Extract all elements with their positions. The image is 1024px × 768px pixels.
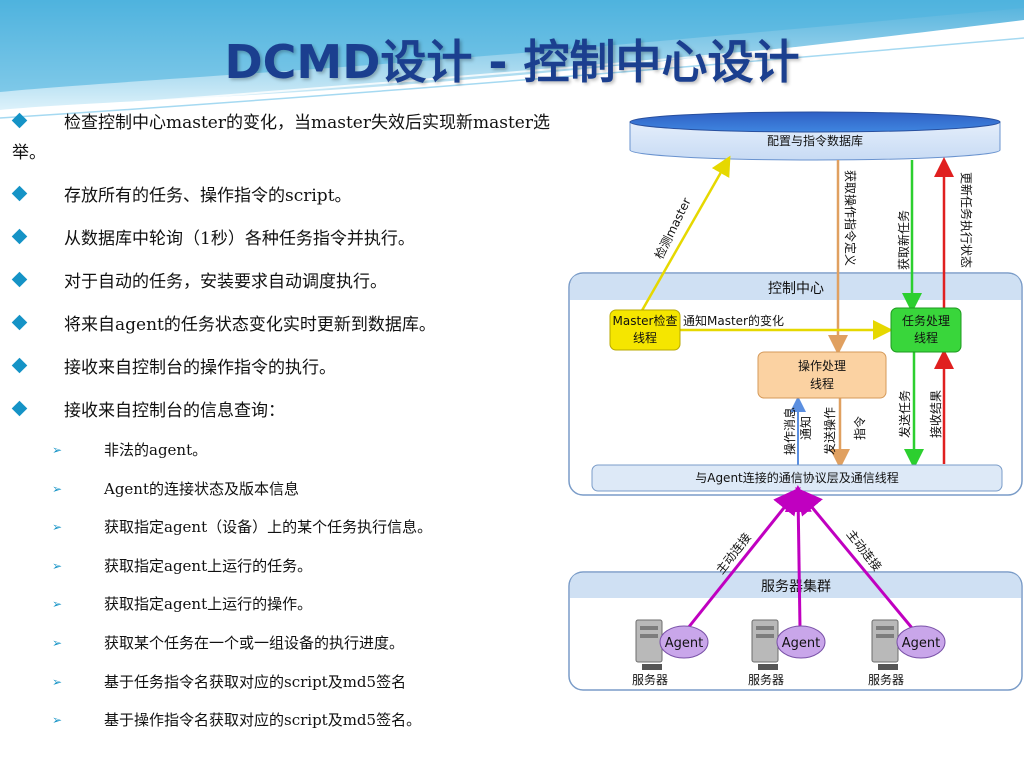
architecture-diagram: 配置与指令数据库 控制中心 服务器集群 检测master 获取操作指令定义 获取…: [568, 111, 1023, 691]
bullet-list: 检查控制中心master的变化，当master失效后实现新master选举。 存…: [11, 108, 572, 749]
comm-layer-label: 与Agent连接的通信协议层及通信线程: [695, 470, 899, 485]
bullet-item: 将来自agent的任务状态变化实时更新到数据库。: [11, 310, 572, 340]
master-check-thread: [609, 309, 681, 351]
server-node: Agent 服务器: [868, 619, 946, 687]
bullet-item: 从数据库中轮询（1秒）各种任务指令并执行。: [11, 224, 572, 254]
sub-bullet-item: ➢基于操作指令名获取对应的script及md5签名。: [52, 711, 422, 730]
diamond-bullet-icon: [11, 314, 28, 331]
bullet-item: 接收来自控制台的信息查询：: [11, 396, 572, 426]
diamond-bullet-icon: [11, 185, 28, 202]
bullet-item: 存放所有的任务、操作指令的script。: [11, 181, 572, 211]
control-center-label: 控制中心: [768, 281, 824, 297]
active-conn-link: [784, 485, 812, 629]
fetch-task-label: 获取新任务: [896, 210, 911, 270]
master-check-label-2: 线程: [633, 330, 657, 345]
diamond-bullet-icon: [11, 228, 28, 245]
op-msg-label-2: 通知: [799, 416, 813, 440]
sub-bullet-item: ➢获取指定agent上运行的任务。: [52, 556, 313, 575]
sub-bullet-item: ➢Agent的连接状态及版本信息: [52, 479, 300, 498]
server-icon: [635, 619, 663, 670]
op-thread: [757, 351, 887, 399]
arrow-bullet-icon: ➢: [52, 597, 63, 612]
bullet-item: 接收来自控制台的操作指令的执行。: [11, 353, 572, 383]
server-node: Agent 服务器: [748, 619, 826, 687]
task-thread-label-2: 线程: [914, 330, 938, 345]
sub-bullet-item: ➢获取某个任务在一个或一组设备的执行进度。: [52, 633, 405, 652]
active-conn-link: [795, 487, 914, 629]
detect-master-label: 检测master: [651, 195, 694, 261]
agent-label: Agent: [902, 636, 940, 651]
recv-result-label: 接收结果: [928, 390, 943, 438]
sub-bullet-item: ➢获取指定agent（设备）上的某个任务执行信息。: [52, 518, 433, 537]
server-icon: [871, 619, 899, 670]
server-label: 服务器: [868, 672, 904, 687]
server-label: 服务器: [748, 672, 784, 687]
arrow-bullet-icon: ➢: [52, 520, 63, 535]
sub-bullet-item: ➢非法的agent。: [52, 441, 208, 459]
arrow-bullet-icon: ➢: [52, 674, 63, 689]
send-op-label-1: 发送操作: [822, 407, 837, 455]
arrow-bullet-icon: ➢: [52, 481, 63, 496]
notify-master-label: 通知Master的变化: [683, 313, 784, 328]
sub-bullet-item: ➢基于任务指令名获取对应的script及md5签名: [52, 672, 407, 691]
op-msg-label-1: 操作消息: [782, 407, 797, 455]
op-thread-label-1: 操作处理: [798, 358, 846, 373]
active-conn-link: [686, 486, 801, 629]
bullet-item: 对于自动的任务，安装要求自动调度执行。: [11, 267, 572, 297]
diamond-bullet-icon: [11, 271, 28, 288]
task-thread-label-1: 任务处理: [902, 313, 950, 328]
agent-node: [896, 625, 946, 659]
arrow-bullet-icon: ➢: [52, 558, 63, 573]
update-task-label: 更新任务执行状态: [959, 172, 974, 268]
database-label: 配置与指令数据库: [767, 133, 863, 148]
arrow-bullet-icon: ➢: [52, 443, 63, 457]
task-thread: [890, 307, 962, 353]
active-conn-label-right: 主动连接: [844, 527, 885, 574]
diamond-bullet-icon: [11, 357, 28, 374]
master-check-label-1: Master检查: [613, 313, 678, 328]
server-cluster-header: [570, 573, 1021, 598]
server-icon: [751, 619, 779, 670]
detect-master-arrow: [638, 155, 731, 315]
server-label: 服务器: [632, 672, 668, 687]
bullet-item: 检查控制中心master的变化，当master失效后实现新master选举。: [11, 112, 550, 163]
agent-node: [776, 625, 826, 659]
fetch-op-label: 获取操作指令定义: [843, 170, 858, 266]
arrow-bullet-icon: ➢: [52, 713, 63, 728]
send-task-label: 发送任务: [897, 390, 912, 438]
agent-label: Agent: [665, 636, 703, 651]
agent-label: Agent: [782, 636, 820, 651]
send-op-label-2: 指令: [852, 416, 867, 440]
sub-bullet-item: ➢获取指定agent上运行的操作。: [52, 595, 313, 614]
diamond-bullet-icon: [11, 400, 28, 417]
agent-node: [659, 625, 709, 659]
op-thread-label-2: 线程: [810, 376, 834, 391]
slide-title: DCMD设计 - 控制中心设计: [224, 35, 800, 89]
database-cylinder: [629, 111, 1001, 161]
server-node: Agent 服务器: [632, 619, 709, 687]
background-wave: [0, 0, 1024, 119]
arrow-bullet-icon: ➢: [52, 635, 63, 650]
server-cluster-label: 服务器集群: [761, 578, 831, 595]
